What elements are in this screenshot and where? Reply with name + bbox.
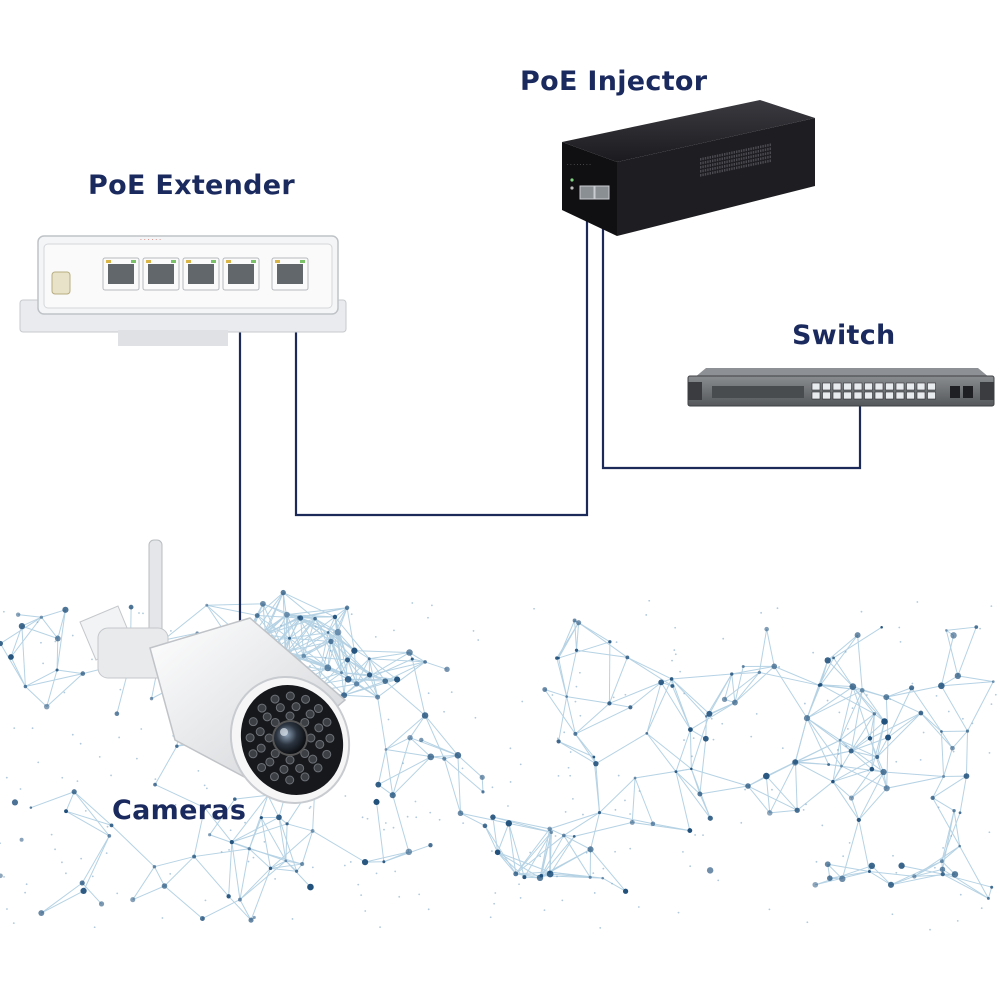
- switch-port: [927, 382, 936, 391]
- switch-port: [906, 382, 915, 391]
- switch-port: [916, 382, 926, 391]
- network-switch-device: [687, 368, 995, 407]
- switch-port: [864, 391, 873, 400]
- switch-port: [853, 391, 863, 400]
- svg-text:· · · · · · · ·: · · · · · · · ·: [567, 162, 591, 168]
- poe-extender-label: PoE Extender: [88, 170, 296, 201]
- switch-port: [822, 382, 831, 391]
- extender-port: [271, 257, 309, 291]
- switch-port: [895, 391, 905, 400]
- poe-injector-label: PoE Injector: [520, 66, 708, 97]
- injector-port-out: [594, 185, 610, 200]
- cameras-label: Cameras: [112, 795, 247, 826]
- cable-connections: [238, 208, 862, 630]
- poe-injector-device: · · · · · · · ·: [562, 100, 815, 236]
- extender-port: [222, 257, 260, 291]
- switch-port: [864, 382, 873, 391]
- switch-port: [811, 382, 821, 391]
- switch-port: [885, 382, 894, 391]
- switch-port: [843, 382, 852, 391]
- switch-port: [906, 391, 915, 400]
- extender-port: [102, 257, 140, 291]
- switch-port: [832, 382, 842, 391]
- switch-port: [843, 391, 852, 400]
- cable-switch-to-injector: [601, 208, 862, 470]
- svg-text:· · · · · ·: · · · · · ·: [140, 237, 161, 244]
- switch-port: [853, 382, 863, 391]
- switch-port: [822, 391, 831, 400]
- switch-port: [927, 391, 936, 400]
- switch-port: [885, 391, 894, 400]
- switch-port: [811, 391, 821, 400]
- cable-injector-to-extender: [294, 208, 589, 517]
- security-camera-device: [79, 539, 351, 804]
- switch-port: [895, 382, 905, 391]
- switch-port: [916, 391, 926, 400]
- switch-label: Switch: [792, 320, 896, 351]
- injector-port-in: [579, 185, 595, 200]
- extender-port: [182, 257, 220, 291]
- ir-led-ring: [245, 691, 335, 785]
- switch-port: [874, 382, 884, 391]
- poe-extender-device: · · · · · ·: [19, 235, 347, 346]
- switch-port: [832, 391, 842, 400]
- extender-port: [142, 257, 180, 291]
- camera-lens: [272, 720, 308, 756]
- switch-port: [874, 391, 884, 400]
